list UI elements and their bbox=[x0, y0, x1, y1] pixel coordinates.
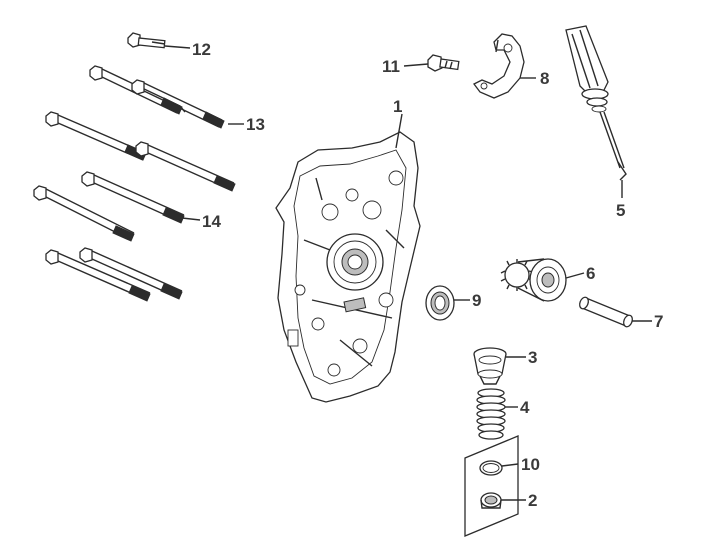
callout-10: 10 bbox=[521, 455, 540, 474]
callout-2: 2 bbox=[528, 491, 537, 510]
bolt-short-b bbox=[79, 247, 183, 300]
callout-1: 1 bbox=[393, 97, 402, 116]
callout-4: 4 bbox=[520, 398, 530, 417]
callout-8: 8 bbox=[540, 69, 549, 88]
bolt-long-a bbox=[45, 111, 147, 161]
bolt-14-b bbox=[33, 185, 135, 242]
bolt-long-b bbox=[135, 141, 236, 192]
callout-13: 13 bbox=[246, 115, 265, 134]
dipstick-5 bbox=[565, 25, 627, 181]
callout-6: 6 bbox=[586, 264, 595, 283]
crankcase-cover bbox=[275, 131, 421, 403]
spring-4 bbox=[476, 388, 506, 440]
bolt-11 bbox=[427, 54, 460, 72]
callout-14: 14 bbox=[202, 212, 221, 231]
callout-9: 9 bbox=[472, 291, 481, 310]
cap-3 bbox=[473, 347, 507, 385]
gear-6 bbox=[500, 258, 567, 302]
bolt-13-upper-b bbox=[131, 79, 225, 129]
callout-12: 12 bbox=[192, 40, 211, 59]
filter-kit-box bbox=[464, 435, 519, 537]
callout-3: 3 bbox=[528, 348, 537, 367]
bolt-short-a bbox=[45, 249, 151, 302]
bracket-8 bbox=[473, 33, 525, 99]
bolt-14-a bbox=[81, 171, 185, 224]
leader-lines bbox=[164, 45, 652, 501]
callout-5: 5 bbox=[616, 201, 625, 220]
oil-seal-9 bbox=[425, 285, 455, 321]
pin-7 bbox=[579, 296, 633, 328]
callout-7: 7 bbox=[654, 312, 663, 331]
callout-11: 11 bbox=[382, 57, 400, 76]
bolt-12 bbox=[127, 32, 166, 49]
